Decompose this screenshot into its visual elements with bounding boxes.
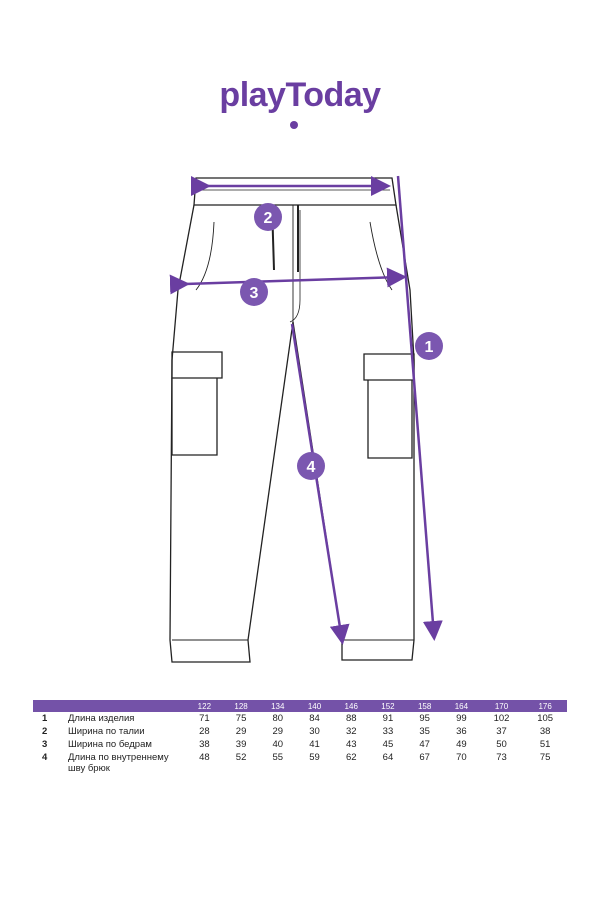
- table-cell: 105: [537, 713, 554, 724]
- table-cell: 75: [539, 752, 551, 763]
- size-column-header: 170: [494, 701, 509, 711]
- table-cell: 40: [272, 739, 284, 750]
- measure-arrow-4: [290, 323, 350, 645]
- table-cell: 59: [309, 752, 320, 763]
- table-cell: 102: [493, 713, 510, 724]
- table-cell: 67: [419, 752, 430, 763]
- table-cell: 41: [309, 739, 320, 750]
- size-column-header: 146: [344, 701, 358, 711]
- marker-4: 4: [297, 452, 325, 480]
- table-cell: 80: [272, 713, 284, 724]
- size-header-row: 122 128 134 140 146 152 158 164 170 176: [33, 700, 567, 712]
- table-cell: 52: [235, 752, 247, 763]
- table-cell: 33: [382, 726, 394, 737]
- table-cell: 70: [456, 752, 467, 763]
- table-cell: 48: [199, 752, 210, 763]
- table-row: 2 Ширина по талии 28 29 29 30 32 33 35 36 37 38: [33, 725, 567, 738]
- marker-3: 3: [240, 278, 268, 306]
- table-cell: 37: [496, 726, 507, 737]
- table-cell: 38: [539, 726, 551, 737]
- table-cell: 95: [419, 713, 430, 724]
- size-column-header: 134: [271, 701, 285, 711]
- table-cell: 51: [539, 739, 551, 750]
- size-column-header: 152: [381, 701, 395, 711]
- table-cell: 29: [235, 726, 247, 737]
- table-cell: 36: [456, 726, 467, 737]
- table-cell: 49: [456, 739, 467, 750]
- table-row: 1 Длина изделия 71 75 80 84 88 91 95 99 102 105: [33, 712, 567, 725]
- size-column-header: 140: [307, 701, 322, 711]
- size-column-header: 158: [417, 701, 432, 711]
- row-number: 2: [42, 726, 48, 737]
- table-cell: 62: [345, 752, 357, 763]
- size-column-header: 176: [538, 701, 552, 711]
- table-cell: 99: [456, 713, 467, 724]
- marker-1-label: 1: [425, 339, 434, 356]
- header-blank-num: [33, 700, 68, 712]
- table-cell: 91: [382, 713, 394, 724]
- table-row: 3 Ширина по бедрам 38 39 40 41 43 45 47 49 50 51: [33, 738, 567, 751]
- header-blank-label: [68, 700, 186, 712]
- table-cell: 73: [496, 752, 507, 763]
- brand-logo: playToday: [219, 76, 381, 114]
- table-cell: 64: [382, 752, 394, 763]
- row-number: 4: [42, 752, 48, 763]
- table-cell: 28: [199, 726, 210, 737]
- row-number: 1: [42, 713, 48, 724]
- logo-dot: [290, 121, 298, 129]
- size-column-header: 164: [454, 701, 469, 711]
- table-cell: 55: [272, 752, 284, 763]
- row-label: Ширина по бедрам: [68, 739, 152, 750]
- marker-2: 2: [254, 203, 282, 231]
- table-cell: 30: [309, 726, 320, 737]
- table-cell: 43: [345, 739, 357, 750]
- table-cell: 39: [235, 739, 247, 750]
- row-label: Ширина по талии: [68, 726, 145, 737]
- table-cell: 50: [496, 739, 507, 750]
- table-row: 4 Длина по внутреннему шву брюк 48 52 55 59 62…: [33, 751, 567, 775]
- table-cell: 75: [235, 713, 247, 724]
- table-cell: 45: [382, 739, 394, 750]
- table-cell: 29: [272, 726, 284, 737]
- row-label: Длина по внутреннему шву брюк: [68, 752, 169, 774]
- size-column-header: 122: [197, 701, 212, 711]
- table-cell: 35: [419, 726, 430, 737]
- table-cell: 88: [345, 713, 357, 724]
- measure-arrow-3: [169, 267, 407, 295]
- size-column-header: 128: [234, 701, 248, 711]
- table-cell: 38: [199, 739, 210, 750]
- row-label: Длина изделия: [68, 713, 135, 724]
- row-number: 3: [42, 739, 48, 750]
- pants-diagram: 1 2 3 4: [169, 175, 443, 663]
- measure-arrow-1: [396, 175, 443, 641]
- marker-4-label: 4: [307, 459, 316, 476]
- marker-2-label: 2: [264, 210, 273, 227]
- marker-1: 1: [415, 332, 443, 360]
- marker-3-label: 3: [250, 285, 259, 302]
- table-cell: 47: [419, 739, 430, 750]
- table-cell: 32: [345, 726, 357, 737]
- size-table: 122 128 134 140 146 152 158 164 170 176 1 Длина из…: [33, 700, 567, 775]
- pants-outline: [169, 177, 415, 663]
- table-cell: 84: [309, 713, 320, 724]
- table-cell: 71: [199, 713, 210, 724]
